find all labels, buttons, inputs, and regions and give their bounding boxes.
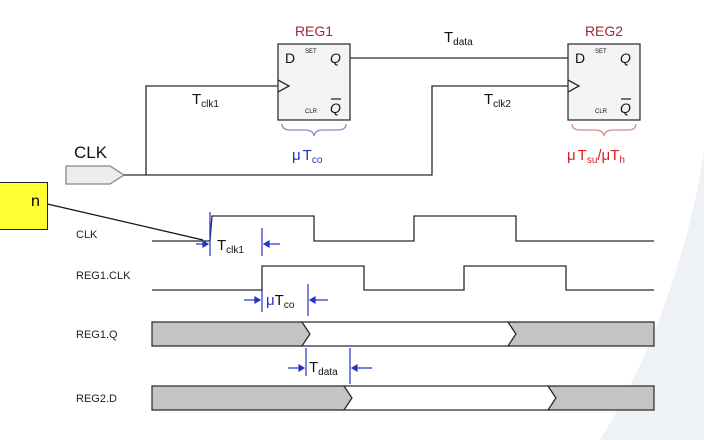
waveform-label-reg1-q: REG1.Q — [76, 329, 118, 341]
schematic-t-clk1: Tclk1 — [192, 91, 219, 110]
background-swoosh — [600, 150, 704, 440]
t-co-measure — [244, 284, 328, 316]
reg2-d-bus — [151, 385, 655, 411]
reg2-brace — [571, 123, 637, 137]
reg1-pin-clr: CLR — [305, 109, 318, 115]
callout-pointer — [29, 199, 204, 241]
reg2-pin-set: SET — [595, 49, 607, 55]
waveform-t-co: μTco — [266, 292, 295, 311]
reg1-q-bus — [151, 321, 655, 347]
schematic-t-data: Tdata — [444, 29, 473, 48]
waveform-t-data: Tdata — [309, 359, 338, 378]
clk-input-connector — [65, 165, 126, 185]
waveform-label-reg2-d: REG2.D — [76, 393, 117, 405]
schematic-t-clk2: Tclk2 — [484, 91, 511, 110]
reg2-pin-clr: CLR — [595, 109, 608, 115]
schematic — [65, 43, 641, 185]
reg2-pin-qbar: Q — [620, 100, 631, 116]
reg1-brace — [281, 123, 347, 137]
reg2-clock-triangle — [567, 79, 581, 93]
callout-box: n — [0, 182, 48, 230]
reg1-pin-d: D — [285, 50, 295, 66]
clk-wire-main — [124, 85, 568, 176]
reg2-pin-d: D — [575, 50, 585, 66]
waveform-t-clk1: Tclk1 — [217, 237, 244, 256]
reg1-box — [277, 43, 351, 121]
reg1-pin-qbar: Q — [330, 100, 341, 116]
schematic-clk-label: CLK — [74, 143, 108, 162]
reg2-box — [567, 43, 641, 121]
reg2-title: REG2 — [585, 23, 623, 39]
reg1-pin-set: SET — [305, 49, 317, 55]
t-clk1-measure — [196, 212, 280, 256]
waveform-label-reg1-clk: REG1.CLK — [76, 270, 131, 282]
reg2-pin-q: Q — [620, 50, 631, 66]
reg1-clock-triangle — [277, 79, 291, 93]
reg1-pin-q: Q — [330, 50, 341, 66]
callout-text: n — [31, 193, 40, 210]
t-data-measure — [288, 348, 372, 384]
clk-wire-reg1 — [145, 85, 278, 175]
waveform-label-clk: CLK — [76, 229, 98, 241]
reg1-clk-waveform — [152, 265, 654, 291]
reg1-title: REG1 — [295, 23, 333, 39]
clk-waveform — [152, 215, 654, 242]
